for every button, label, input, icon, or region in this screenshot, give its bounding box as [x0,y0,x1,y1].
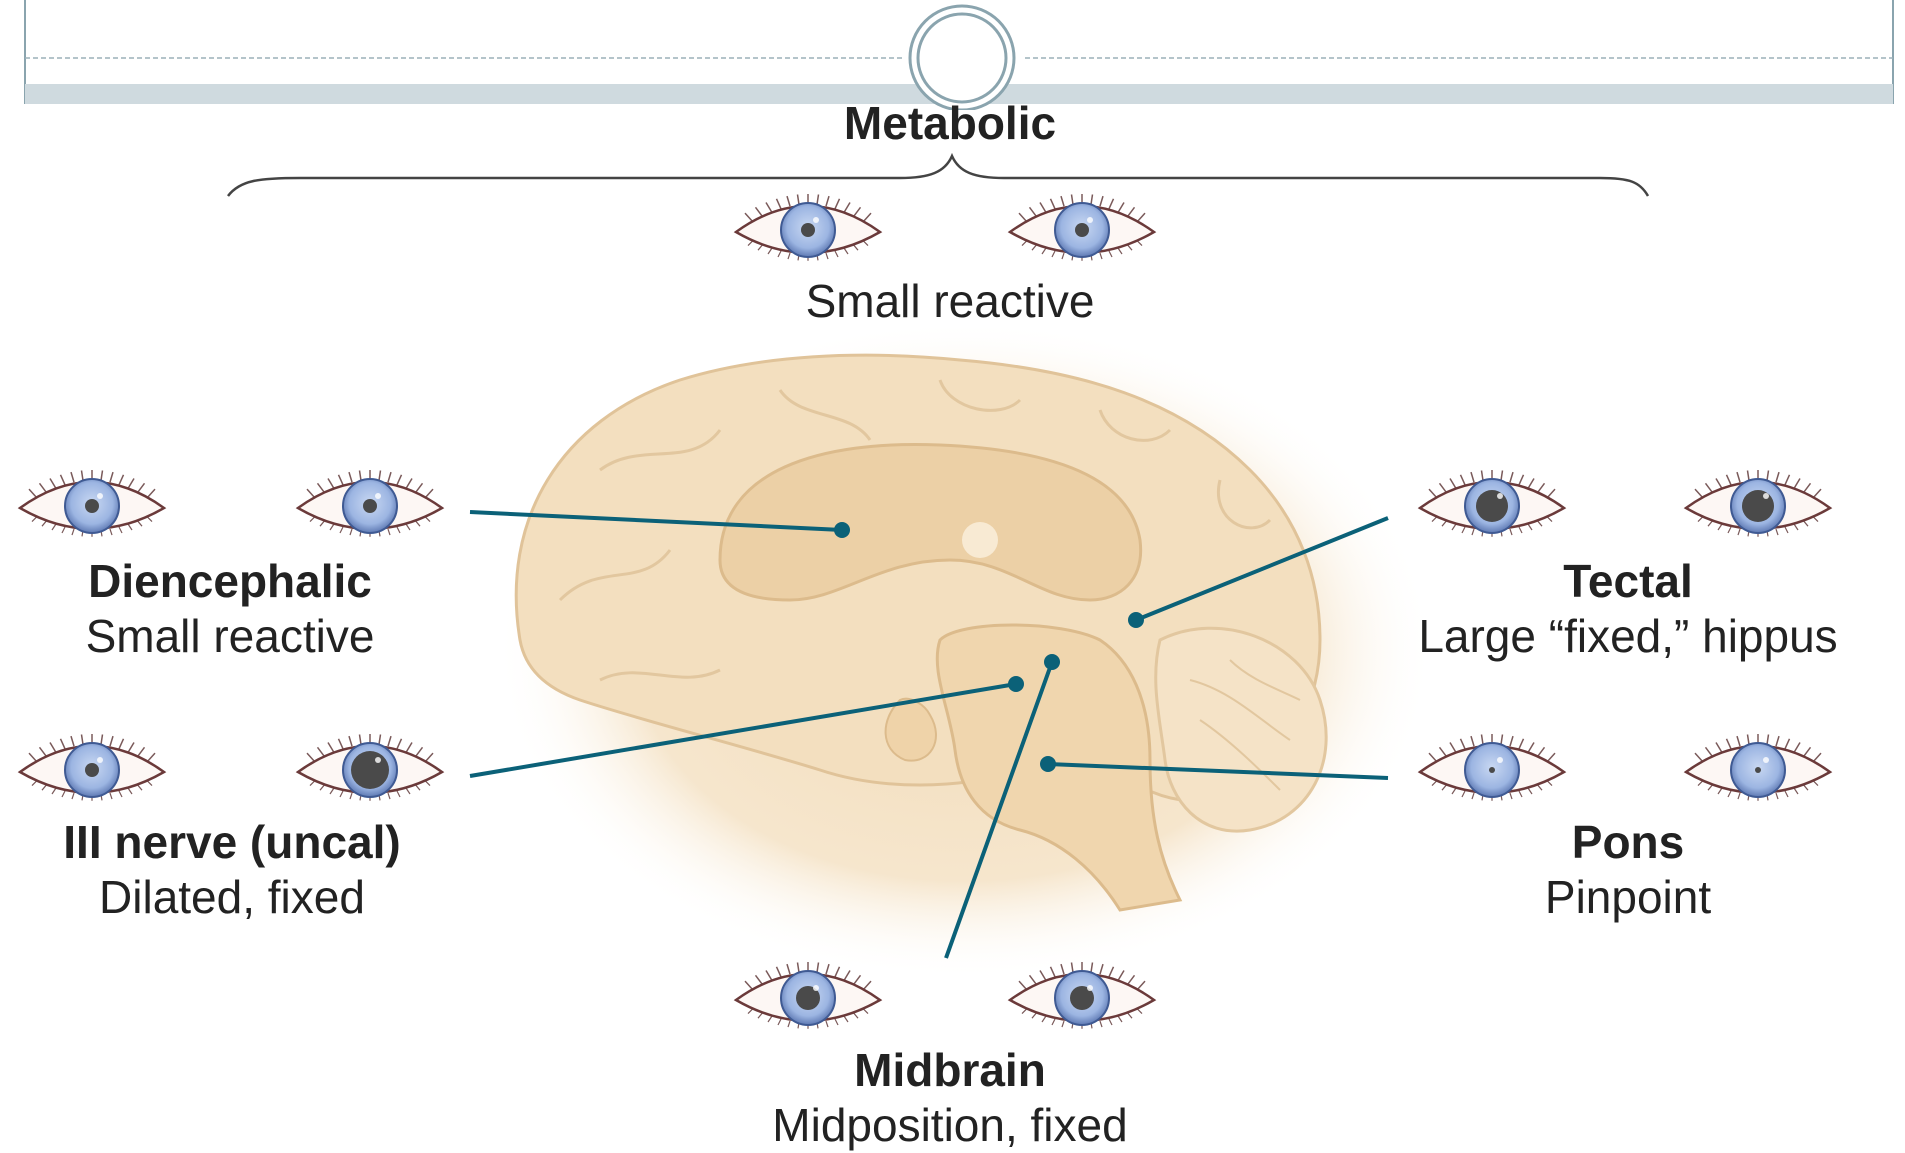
label-midbrain: Midbrain Midposition, fixed [772,1043,1127,1153]
midbrain-title: Midbrain [772,1043,1127,1097]
pupil-icon [801,223,815,237]
pupil-icon [1742,490,1774,522]
eye-icon [1010,194,1154,261]
marker-third-nerve [1008,676,1024,692]
pupil-icon [363,499,377,513]
eye-icon [736,194,880,261]
label-diencephalic: Diencephalic Small reactive [86,554,375,664]
pupil-icon [1755,767,1761,773]
brain-illustration [495,320,1435,980]
eye-icon [20,734,164,801]
eye-icon [1686,470,1830,537]
marker-diencephalic [834,522,850,538]
marker-pons [1040,756,1056,772]
eye-icon [736,962,880,1029]
pons-title: Pons [1545,815,1711,869]
label-tectal: Tectal Large “fixed,” hippus [1418,554,1837,664]
pupil-icon [1075,223,1089,237]
label-metabolic: Metabolic [844,96,1056,150]
marker-tectal [1128,612,1144,628]
pupil-icon [351,751,389,789]
eye-icon [20,470,164,537]
third-nerve-title: III nerve (uncal) [63,815,400,869]
metabolic-title: Metabolic [844,96,1056,150]
marker-midbrain [1044,654,1060,670]
third-nerve-subtitle: Dilated, fixed [63,869,400,925]
eye-icon [1420,734,1564,801]
pupil-icon [1476,490,1508,522]
metabolic-subtitle: Small reactive [806,274,1095,328]
eye-icon [1420,470,1564,537]
eye-icon [298,470,442,537]
tectal-subtitle: Large “fixed,” hippus [1418,608,1837,664]
metabolic-bracket [228,156,1648,196]
tectal-title: Tectal [1418,554,1837,608]
pupil-icon [85,763,99,777]
pons-subtitle: Pinpoint [1545,869,1711,925]
pupil-icon [85,499,99,513]
midbrain-subtitle: Midposition, fixed [772,1097,1127,1153]
diencephalic-title: Diencephalic [86,554,375,608]
label-pons: Pons Pinpoint [1545,815,1711,925]
label-metabolic-small: Small reactive [806,274,1095,328]
eye-icon [298,734,442,801]
eye-icon [1686,734,1830,801]
diencephalic-subtitle: Small reactive [86,608,375,664]
label-third-nerve: III nerve (uncal) Dilated, fixed [63,815,400,925]
pupil-icon [1489,767,1495,773]
